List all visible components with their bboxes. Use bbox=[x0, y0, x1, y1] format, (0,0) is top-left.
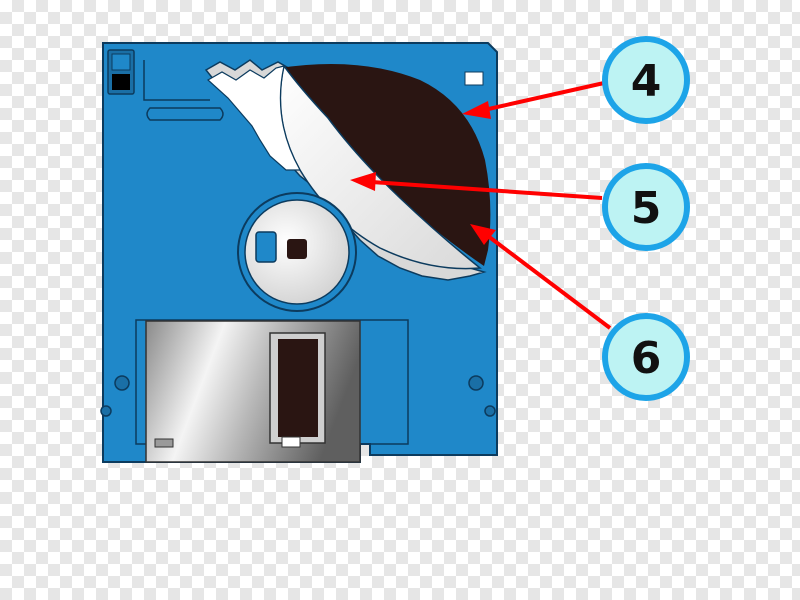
callout-5-label: 5 bbox=[631, 183, 662, 234]
shutter-plate bbox=[145, 320, 361, 463]
arrow-4-line bbox=[483, 81, 605, 112]
dark-disk-region bbox=[280, 64, 491, 266]
mount-hole-right bbox=[468, 375, 484, 391]
center-hub bbox=[237, 192, 357, 312]
callout-4-circle bbox=[602, 36, 690, 124]
shutter-window bbox=[278, 339, 318, 437]
arrow-4-head bbox=[462, 101, 491, 119]
label-recess bbox=[143, 60, 224, 121]
arrow-6-line bbox=[486, 234, 612, 330]
exposed-media bbox=[204, 59, 491, 281]
callout-4-label: 4 bbox=[631, 56, 662, 107]
metal-shutter bbox=[135, 319, 409, 463]
write-protect-tab bbox=[112, 74, 130, 90]
write-protect-notch bbox=[111, 53, 131, 71]
callout-arrows bbox=[350, 81, 612, 330]
callout-5: 5 bbox=[602, 163, 690, 251]
shutter-recess bbox=[135, 319, 409, 445]
mount-hole-left bbox=[114, 375, 130, 391]
callout-6: 6 bbox=[602, 313, 690, 401]
arrow-5-line bbox=[371, 180, 603, 200]
spindle-hole bbox=[287, 239, 307, 259]
alignment-hole-left bbox=[100, 405, 112, 417]
callout-6-label: 6 bbox=[631, 333, 662, 384]
drive-pin-slot bbox=[255, 231, 277, 263]
shutter-notch bbox=[154, 438, 174, 448]
callout-6-circle bbox=[602, 313, 690, 401]
shutter-spring-tab bbox=[281, 436, 301, 448]
arrow-6-head bbox=[470, 224, 496, 245]
alignment-hole-right bbox=[484, 405, 496, 417]
torn-cover-fragment bbox=[206, 65, 302, 171]
density-hole bbox=[464, 71, 484, 86]
callout-4: 4 bbox=[602, 36, 690, 124]
arrow-5-head bbox=[350, 172, 376, 191]
callout-5-circle bbox=[602, 163, 690, 251]
